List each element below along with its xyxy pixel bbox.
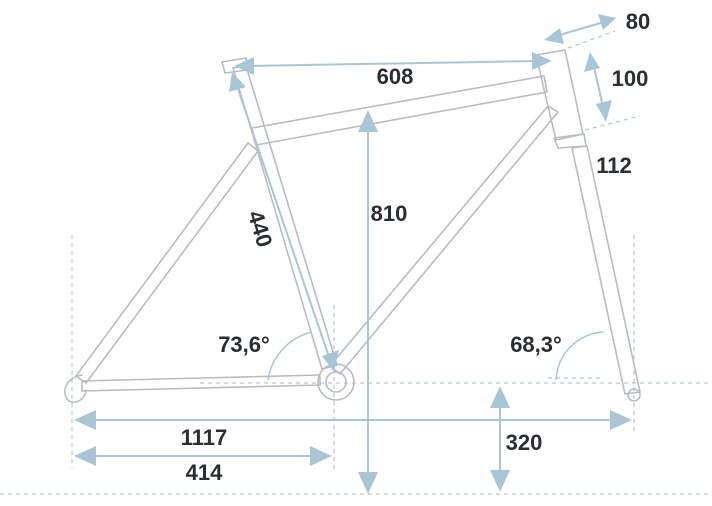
- stack-label: 810: [371, 201, 408, 226]
- head-angle-arc: [555, 331, 605, 381]
- seat-angle-label: 73,6°: [218, 332, 270, 357]
- seat-tube-arrowhead-bottom: [322, 350, 339, 372]
- headset: [553, 133, 587, 149]
- top-tube-label: 608: [377, 64, 414, 89]
- stack-arrowhead-bottom: [358, 472, 378, 494]
- bb-height-label: 320: [506, 430, 543, 455]
- stem-reach-label: 80: [626, 9, 650, 34]
- chainstay-arrowhead-left: [74, 446, 96, 466]
- dimension-labels: 608 440 810 100 80 112 1117 414 320 73,6…: [181, 9, 651, 485]
- head-tube-label: 100: [612, 66, 649, 91]
- bb-height-arrowhead-bottom: [490, 470, 510, 492]
- stem-arrowhead-right: [598, 14, 616, 30]
- top-tube-arrow-line: [247, 60, 537, 67]
- stack-arrowhead-top: [358, 110, 378, 132]
- stem-arrowhead-left: [544, 28, 564, 44]
- seat-tube-label: 440: [243, 208, 278, 250]
- top-tube-arrowhead-right: [532, 52, 552, 70]
- dimension-arrows: [74, 14, 632, 494]
- down-tube: [329, 105, 559, 375]
- seat-tube-arrowhead-top: [229, 72, 246, 92]
- chainstay-label: 414: [186, 460, 223, 485]
- rear-dropout: [64, 374, 87, 403]
- seat-stay: [75, 142, 259, 384]
- top-tube-arrowhead-left: [234, 57, 254, 75]
- wheelbase-label: 1117: [181, 425, 228, 450]
- bottom-bracket-inner: [325, 371, 347, 393]
- head-tube-arrowhead-top: [584, 52, 600, 72]
- front-dropout: [627, 388, 641, 402]
- guide-lines: [0, 30, 712, 495]
- wheelbase-arrowhead-left: [74, 410, 96, 430]
- bb-height-arrowhead-top: [490, 386, 510, 408]
- fork-length-label: 112: [596, 153, 632, 178]
- bottom-bracket: [317, 363, 355, 401]
- head-angle-label: 68,3°: [510, 332, 562, 357]
- seat-angle-arc: [267, 331, 313, 381]
- chainstay-arrowhead-right: [310, 446, 332, 466]
- seat-tube-arrow-line: [236, 85, 331, 361]
- stem-arrow-line: [555, 21, 605, 37]
- wheelbase-arrowhead-right: [610, 410, 632, 430]
- head-tube-arrow-line: [593, 66, 604, 108]
- fork: [571, 145, 641, 395]
- head-bottom-guide: [584, 115, 641, 131]
- chain-stay: [81, 374, 321, 392]
- head-tube-arrowhead-bottom: [596, 100, 612, 122]
- head-top-guide: [567, 30, 616, 49]
